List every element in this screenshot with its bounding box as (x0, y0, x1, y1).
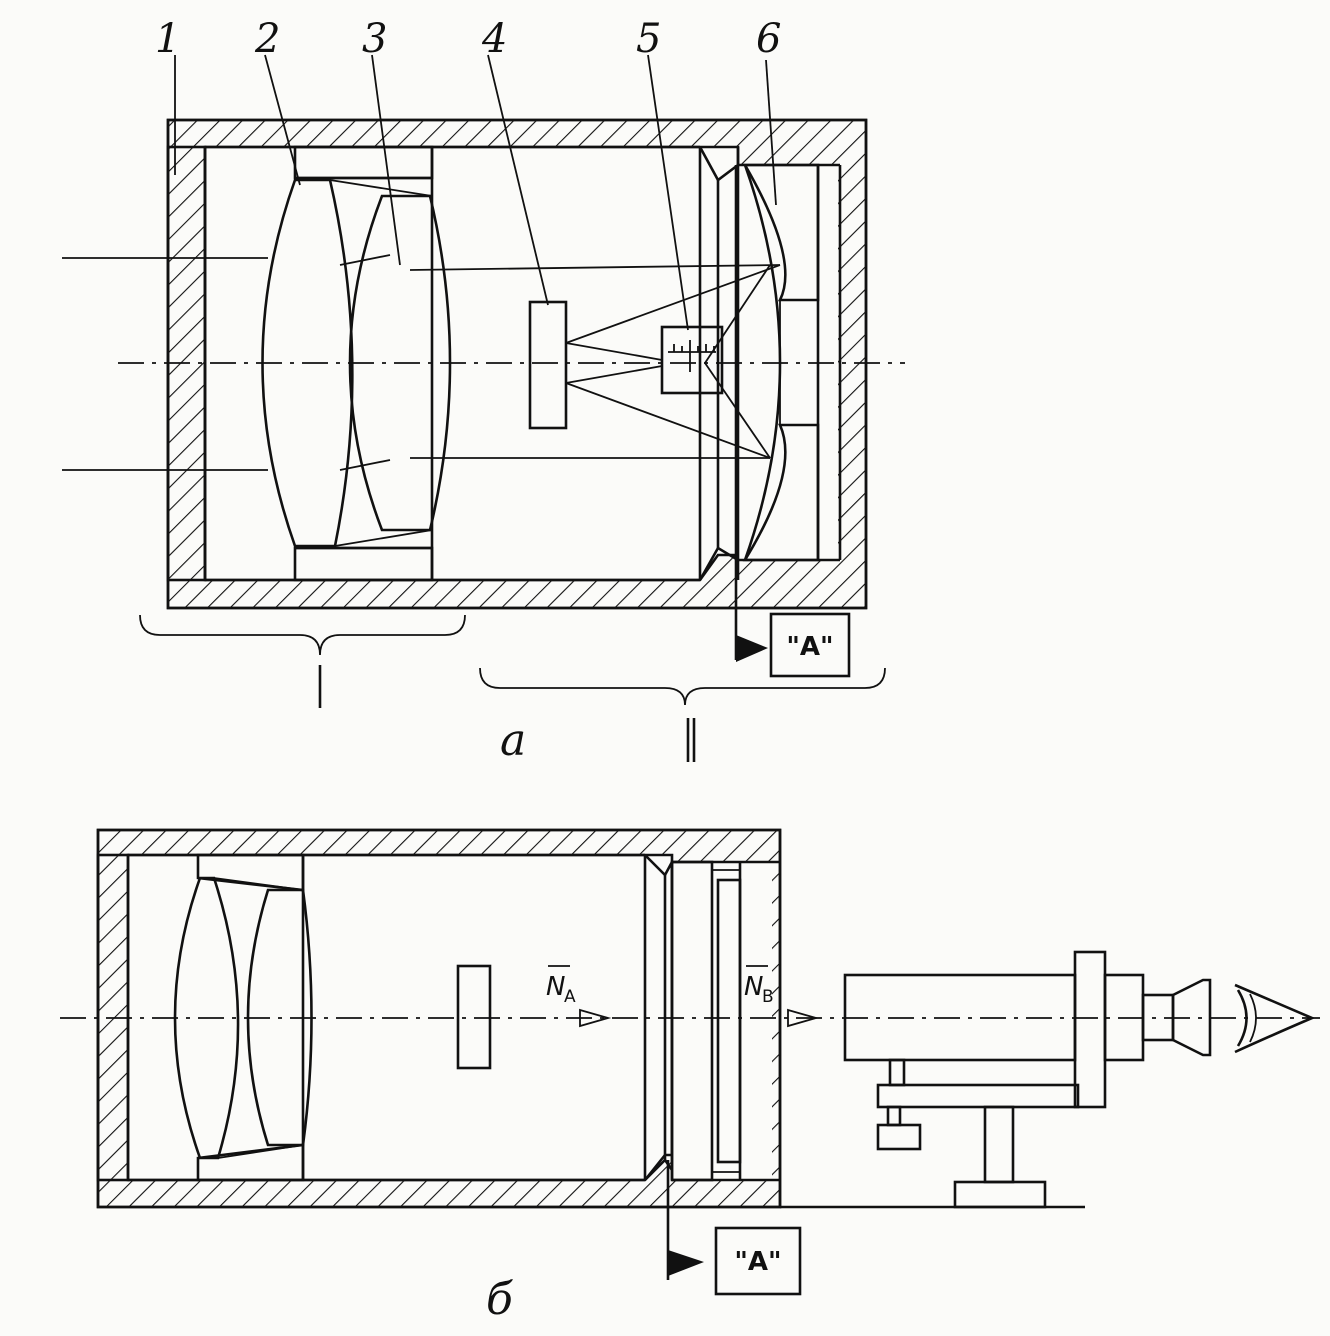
vector-na-symbol: N (546, 972, 565, 1002)
caption-b: б (486, 1274, 513, 1325)
part-number-5: 5 (636, 16, 661, 62)
brace-group-1 (139, 614, 466, 656)
caption-a: а (500, 715, 526, 766)
rear-element-b (670, 860, 742, 1182)
part-number-3: 3 (362, 16, 387, 62)
reticle-4 (528, 300, 568, 430)
part-number-2: 2 (254, 16, 280, 62)
vector-nb-subscript: B (762, 987, 774, 1007)
marker-a-top: "A" (734, 165, 851, 678)
vector-na-subscript: A (564, 987, 576, 1007)
marker-b-label: "A" (734, 1247, 781, 1277)
marker-a-bottom: "A" (666, 1160, 802, 1296)
vector-nb: N B (744, 965, 820, 1028)
eye-icon (1234, 983, 1316, 1054)
part-number-1: 1 (155, 16, 180, 62)
autocollimator (843, 950, 1212, 1209)
part-number-4: 4 (481, 16, 507, 62)
reticle-b (456, 964, 492, 1070)
figure-b: N A N B "A" (60, 828, 1320, 1325)
leader-lines-a (174, 54, 777, 331)
scale-5 (660, 325, 724, 395)
vector-nb-symbol: N (744, 972, 763, 1002)
part-number-6: 6 (756, 16, 781, 62)
brace-group-2 (479, 667, 886, 706)
figure-a: "A" 1 2 3 4 5 6 I II а (62, 16, 905, 766)
vector-na: N A (546, 965, 612, 1028)
marker-a-label: "A" (786, 632, 833, 662)
rays-a (62, 257, 781, 471)
